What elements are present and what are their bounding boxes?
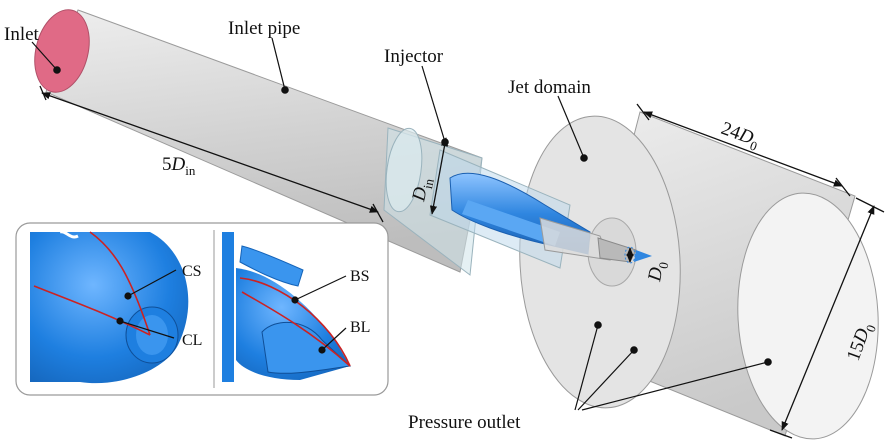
domain-diameter-arrow bbox=[781, 205, 875, 431]
injector bbox=[383, 127, 652, 276]
inset-panel bbox=[15, 222, 389, 396]
dim-orifice: D0 bbox=[644, 259, 671, 284]
pipe-diameter-arrow bbox=[429, 137, 449, 215]
dim-pipe-length: 5Din bbox=[162, 154, 196, 178]
domain-length-arrow bbox=[643, 111, 843, 187]
label-bl: BL bbox=[350, 319, 370, 336]
inlet-face bbox=[34, 9, 90, 93]
label-inlet-pipe: Inlet pipe bbox=[228, 18, 300, 39]
label-injector: Injector bbox=[384, 46, 444, 67]
label-bs: BS bbox=[350, 268, 370, 285]
label-cl: CL bbox=[182, 332, 202, 349]
label-jet-domain: Jet domain bbox=[508, 77, 591, 98]
dimension-lines bbox=[39, 85, 885, 439]
inset-left-view bbox=[30, 230, 189, 384]
label-inlet: Inlet bbox=[4, 24, 40, 45]
dim-pipe-diameter: Din bbox=[408, 175, 437, 205]
pipe-length-arrow bbox=[41, 92, 379, 213]
leader-lines bbox=[31, 37, 772, 411]
label-cs: CS bbox=[182, 263, 202, 280]
jet-domain bbox=[519, 111, 879, 440]
label-pressure-outlet: Pressure outlet bbox=[408, 412, 521, 433]
